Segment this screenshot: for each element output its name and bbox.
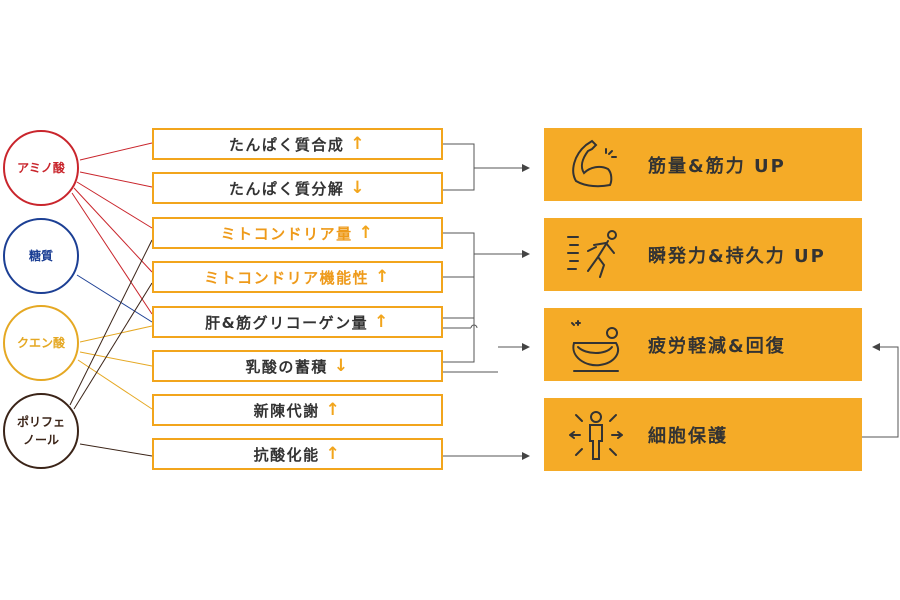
ingredient-label: アミノ酸 [17, 161, 65, 175]
flexed-arm-icon [572, 139, 617, 187]
effect-protein-synthesis: たんぱく質合成 ↑ [152, 128, 443, 160]
ingredient-citric-acid: クエン酸 [3, 305, 79, 381]
arrow-up-icon: ↑ [325, 400, 342, 420]
ingredient-sugar: 糖質 [3, 218, 79, 294]
person-expand-icon [569, 410, 623, 460]
bath-icon [571, 319, 619, 372]
arrow-down-icon: ↓ [350, 178, 367, 198]
bracket-2 [443, 232, 475, 363]
effect-label: たんぱく質分解 [228, 179, 345, 198]
result-label: 細胞保護 [648, 425, 728, 447]
arrow-up-icon: ↑ [358, 223, 375, 243]
link-amino-3 [76, 181, 153, 229]
effect-label: 抗酸化能 [253, 445, 320, 464]
result-cell-protection: 細胞保護 [544, 398, 862, 471]
feedback-line [862, 346, 899, 438]
running-person-icon [567, 229, 617, 278]
link-citric-7 [77, 359, 153, 410]
effect-protein-breakdown: たんぱく質分解 ↓ [152, 172, 443, 204]
link-poly-8 [79, 443, 153, 457]
label-line-2: ノール [22, 433, 59, 447]
ingredient-polyphenol: ポリフェノール [3, 393, 79, 469]
label-line-1: ポリフェ [16, 415, 65, 429]
effect-label: 乳酸の蓄積 [245, 357, 328, 376]
effect-mitochondria-function: ミトコンドリア機能性 ↑ [152, 261, 443, 293]
effect-label: ミトコンドリア機能性 [204, 268, 370, 287]
effect-label: 新陳代謝 [253, 401, 320, 420]
result-fatigue-recovery: 疲労軽減&回復 [544, 308, 862, 381]
effect-glycogen: 肝&筋グリコーゲン量 ↑ [152, 306, 443, 338]
link-citric-6 [79, 351, 153, 367]
link-amino-5 [71, 192, 153, 315]
result-power-endurance: 瞬発力&持久力 UP [544, 218, 862, 291]
bracket-1 [443, 143, 475, 191]
arrow-up-icon: ↑ [374, 312, 390, 332]
link-amino-2 [79, 171, 153, 188]
link-sugar-5 [76, 274, 153, 323]
link-amino-4 [73, 187, 153, 273]
effect-lactate: 乳酸の蓄積 ↓ [152, 350, 443, 382]
ingredient-label: クエン酸 [16, 336, 65, 350]
result-label: 疲労軽減&回復 [648, 335, 786, 357]
effect-label: たんぱく質合成 [228, 135, 345, 154]
arrow-down-icon: ↓ [333, 356, 350, 376]
result-muscle: 筋量&筋力 UP [544, 128, 862, 201]
link-citric-5 [79, 325, 153, 343]
effect-mitochondria-amount: ミトコンドリア量 ↑ [152, 217, 443, 249]
arrow-up-icon: ↑ [350, 134, 367, 154]
effect-antioxidant: 抗酸化能 ↑ [152, 438, 443, 470]
effect-label: ミトコンドリア量 [220, 224, 353, 243]
arrow-up-icon: ↑ [375, 267, 391, 287]
ingredient-amino-acid: アミノ酸 [3, 130, 79, 206]
result-label: 筋量&筋力 UP [648, 155, 786, 177]
effect-label: 肝&筋グリコーゲン量 [205, 313, 369, 332]
link-poly-3 [69, 239, 153, 406]
link-poly-4 [73, 282, 153, 410]
arrow-up-icon: ↑ [325, 444, 342, 464]
ingredient-label: ポリフェノール [17, 413, 65, 449]
link-amino-1 [79, 142, 153, 161]
result-label: 瞬発力&持久力 UP [648, 245, 826, 267]
effect-metabolism: 新陳代謝 ↑ [152, 394, 443, 426]
ingredient-label: 糖質 [28, 249, 53, 263]
